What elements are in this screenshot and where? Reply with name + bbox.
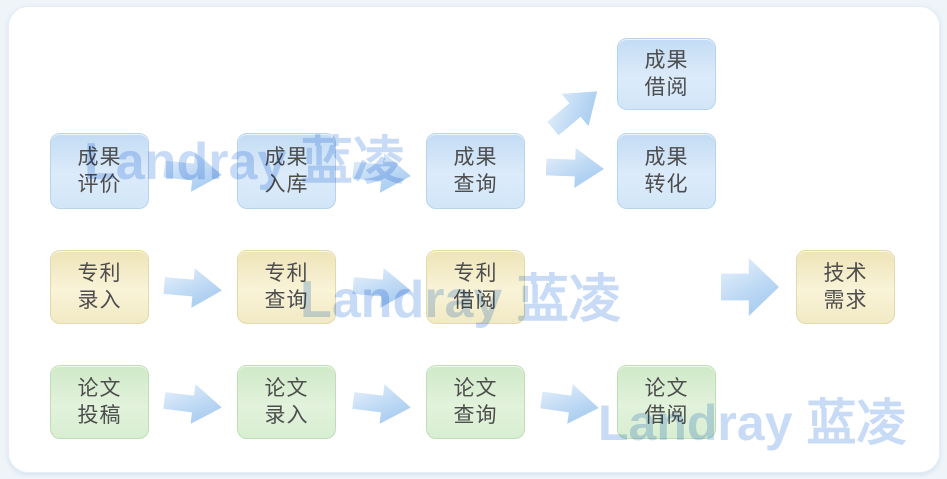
node-label: 论文: [264, 377, 309, 400]
node-patent-entry: 专利 录入: [50, 250, 149, 324]
node-label: 成果: [264, 146, 309, 169]
node-paper-entry: 论文 录入: [237, 365, 336, 439]
node-achievement-transform: 成果 转化: [617, 133, 716, 209]
node-label: 专利: [453, 262, 498, 285]
node-label: 查询: [453, 173, 498, 196]
node-label: 查询: [264, 289, 309, 312]
node-label: 借阅: [453, 289, 498, 312]
node-label: 查询: [453, 404, 498, 427]
node-achievement-storage: 成果 入库: [237, 133, 336, 209]
node-label: 成果: [644, 49, 689, 72]
node-paper-borrow: 论文 借阅: [617, 365, 716, 439]
node-paper-query: 论文 查询: [426, 365, 525, 439]
node-label: 成果: [644, 146, 689, 169]
node-label: 评价: [77, 173, 122, 196]
node-label: 投稿: [77, 404, 122, 427]
node-label: 专利: [264, 262, 309, 285]
node-paper-submission: 论文 投稿: [50, 365, 149, 439]
node-label: 成果: [77, 146, 122, 169]
node-patent-query: 专利 查询: [237, 250, 336, 324]
node-label: 专利: [77, 262, 122, 285]
node-patent-borrow: 专利 借阅: [426, 250, 525, 324]
node-achievement-borrow: 成果 借阅: [617, 38, 716, 110]
node-label: 录入: [77, 289, 122, 312]
node-label: 论文: [453, 377, 498, 400]
node-label: 技术: [823, 262, 868, 285]
node-label: 论文: [77, 377, 122, 400]
node-label: 借阅: [644, 404, 689, 427]
node-achievement-query: 成果 查询: [426, 133, 525, 209]
node-label: 入库: [264, 173, 309, 196]
node-achievement-evaluation: 成果 评价: [50, 133, 149, 209]
node-label: 借阅: [644, 76, 689, 99]
node-label: 论文: [644, 377, 689, 400]
node-tech-demand: 技术 需求: [796, 250, 895, 324]
node-label: 成果: [453, 146, 498, 169]
node-label: 转化: [644, 173, 689, 196]
node-label: 录入: [264, 404, 309, 427]
node-label: 需求: [823, 289, 868, 312]
